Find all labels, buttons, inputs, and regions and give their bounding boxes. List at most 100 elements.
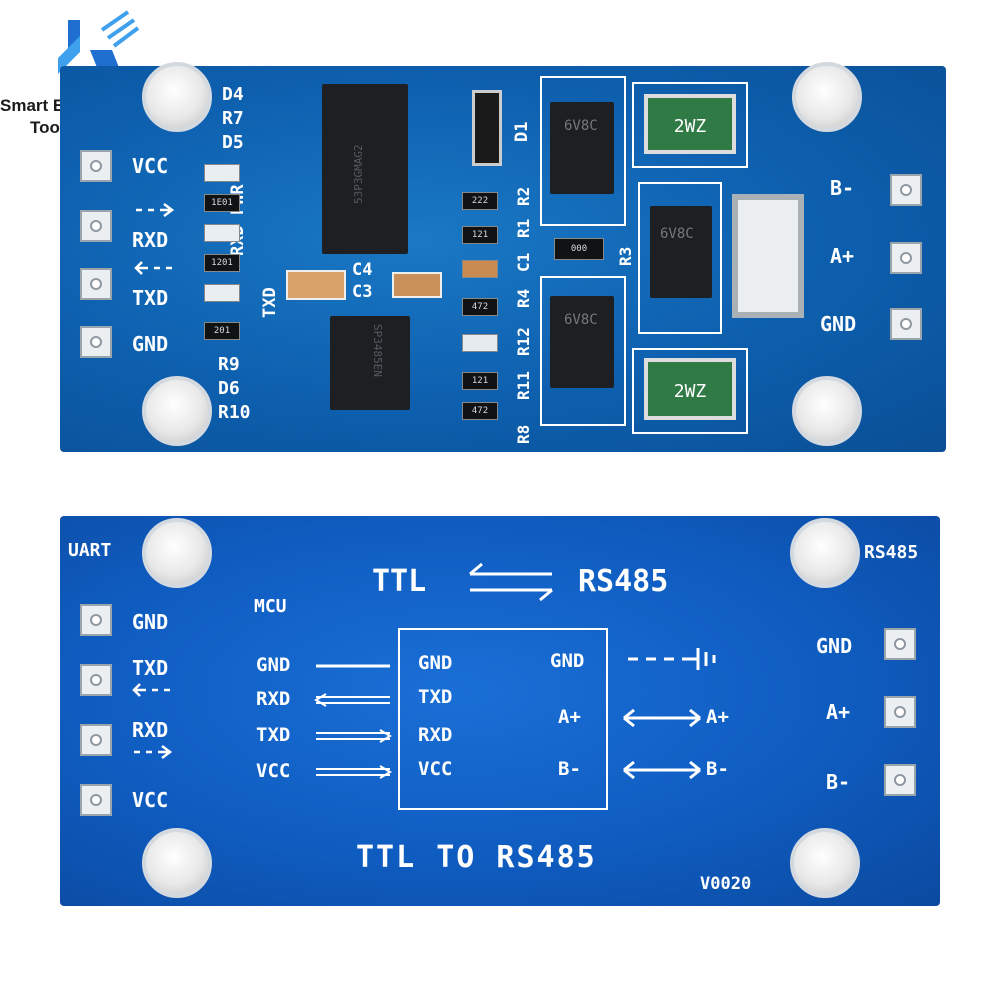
- mount-hole: [142, 828, 212, 898]
- pin-label-txd: TXD: [132, 286, 169, 310]
- tvs-diode-3: 6V8C: [650, 206, 712, 298]
- mcu-label: MCU: [254, 596, 287, 617]
- arrow-left-icon: [132, 683, 170, 697]
- resistor-r1: 121: [462, 226, 498, 244]
- bus-label-b-minus: B-: [706, 758, 729, 780]
- ref-d1: D1: [512, 121, 532, 142]
- ref-r3: R3: [616, 246, 635, 266]
- ref-c3: C3: [352, 282, 373, 302]
- pin-label-gnd-right: GND: [820, 312, 857, 336]
- tvs-diode-1: 6V8C: [550, 102, 614, 194]
- bidirectional-arrow-icon: [623, 708, 701, 728]
- ref-r12: R12: [514, 327, 533, 356]
- ic-u2-marking: SP3485EN: [371, 324, 384, 377]
- arrow-right-icon: [316, 729, 392, 743]
- pin-pad: [884, 628, 916, 660]
- tvs-frame: [638, 182, 722, 334]
- pin-pad: [80, 210, 112, 242]
- ref-r8: R8: [514, 424, 533, 444]
- mount-hole: [792, 376, 862, 446]
- ref-d6: D6: [218, 378, 240, 399]
- bidirectional-arrow-icon: [469, 562, 553, 602]
- version-label: V0020: [700, 874, 752, 894]
- resistor-r8b: 472: [462, 402, 498, 420]
- module-outline: [398, 628, 608, 810]
- capacitor-c3: [392, 272, 442, 298]
- resistor-r8: 1201: [204, 254, 240, 272]
- module-pin-vcc: VCC: [418, 758, 453, 780]
- tvs-diode-2: 6V8C: [550, 296, 614, 388]
- pin-label-txd: TXD: [132, 656, 169, 680]
- arrow-left-icon: [314, 693, 390, 707]
- ref-c4: C4: [352, 260, 373, 280]
- pin-pad: [890, 242, 922, 274]
- rs485-label: RS485: [864, 542, 919, 563]
- bus-label-a-plus: A+: [706, 706, 729, 728]
- ref-r2: R2: [514, 186, 533, 206]
- mcu-pin-rxd: RXD: [256, 688, 291, 710]
- fuse-frame: [632, 82, 748, 168]
- top-pcb-board: VCC RXD TXD GND B- A+ GND D4 R7 D5 R9 D6…: [60, 62, 946, 452]
- mount-hole: [142, 376, 212, 446]
- mcu-pin-txd: TXD: [256, 724, 291, 746]
- mount-hole: [142, 518, 212, 588]
- mcu-pin-gnd: GND: [256, 654, 291, 676]
- pin-label-rxd: RXD: [132, 228, 169, 252]
- resistor-r7: 1E01: [204, 194, 240, 212]
- resistor-r3: 000: [554, 238, 604, 260]
- pin-pad: [80, 784, 112, 816]
- pin-pad: [884, 696, 916, 728]
- ceramic-resistor: [732, 194, 804, 318]
- pin-label-vcc: VCC: [132, 154, 169, 178]
- tvs-2-marking: 6V8C: [564, 312, 598, 328]
- tvs-frame: [540, 276, 626, 426]
- arrow-right-icon: [316, 765, 392, 779]
- pin-label-a-plus: A+: [826, 700, 851, 724]
- capacitor-c4: [286, 270, 346, 300]
- resistor-r12: [462, 334, 498, 352]
- resistor-r2: 222: [462, 192, 498, 210]
- mount-hole: [142, 62, 212, 132]
- bidirectional-arrow-icon: [623, 760, 701, 780]
- resistor-r11: 121: [462, 372, 498, 390]
- ref-c1: C1: [514, 252, 533, 272]
- tvs-3-marking: 6V8C: [660, 226, 694, 242]
- ref-r1: R1: [514, 218, 533, 238]
- pin-pad: [80, 326, 112, 358]
- module-pin-gnd: GND: [418, 652, 453, 674]
- ref-r11: R11: [514, 371, 533, 400]
- fuse-f2: 2WZ: [644, 358, 736, 420]
- mount-hole: [790, 828, 860, 898]
- led-d4: [204, 164, 240, 182]
- ref-r10: R10: [218, 402, 251, 423]
- pin-pad: [80, 664, 112, 696]
- mount-hole: [790, 518, 860, 588]
- ref-d4: D4: [222, 84, 244, 105]
- arrow-left-icon: [134, 261, 172, 275]
- pin-label-b-minus: B-: [830, 176, 855, 200]
- footer-title: TTL TO RS485: [356, 840, 597, 875]
- pin-label-rxd: RXD: [132, 718, 169, 742]
- fuse-f1: 2WZ: [644, 94, 736, 154]
- tvs-1-marking: 6V8C: [564, 118, 598, 134]
- module-pin-txd: TXD: [418, 686, 453, 708]
- ground-icon: [628, 648, 716, 670]
- module-pin-rxd: RXD: [418, 724, 453, 746]
- ic-u1-marking: 53P3GMAG2: [352, 144, 365, 204]
- module-pin-gnd-right: GND: [550, 650, 585, 672]
- header-ttl: TTL: [372, 564, 427, 599]
- header-rs485: RS485: [578, 564, 669, 599]
- pin-pad: [80, 150, 112, 182]
- tvs-frame: [540, 76, 626, 226]
- label-txd-vertical: TXD: [260, 287, 280, 318]
- pin-pad: [890, 308, 922, 340]
- module-pin-a-plus: A+: [558, 706, 581, 728]
- pin-pad: [890, 174, 922, 206]
- pin-label-gnd-right: GND: [816, 634, 853, 658]
- diode-d1: [472, 90, 502, 166]
- mcu-pin-vcc: VCC: [256, 760, 291, 782]
- ref-r4: R4: [514, 288, 533, 308]
- fuse-frame: [632, 348, 748, 434]
- pin-label-gnd: GND: [132, 332, 169, 356]
- module-pin-b-minus: B-: [558, 758, 581, 780]
